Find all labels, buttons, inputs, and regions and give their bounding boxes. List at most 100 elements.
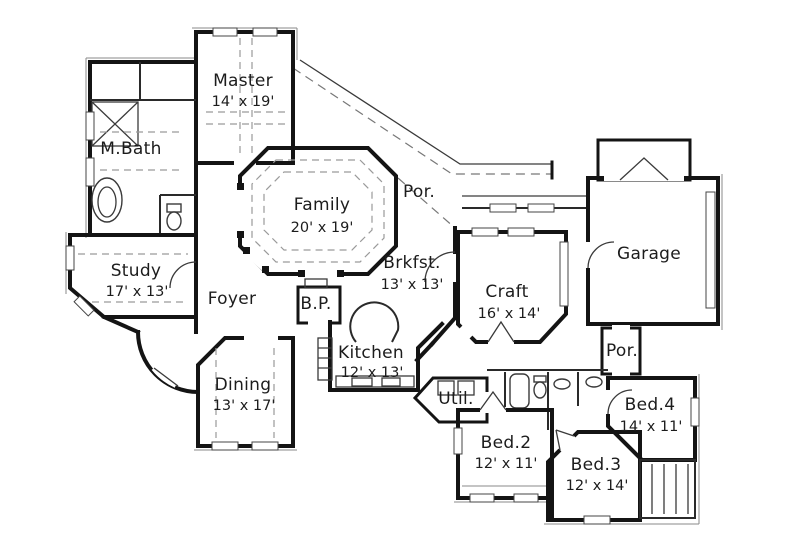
bed4-door-arc (607, 389, 633, 415)
dims-bed2: 12' x 11' (475, 456, 538, 472)
sink-icon (553, 378, 571, 390)
craft-door-gap-2 (458, 324, 474, 340)
kitchen-room (317, 301, 445, 392)
breakfast-walls (429, 226, 457, 347)
entry-side-wall (101, 314, 141, 335)
master-bath (85, 60, 198, 237)
dining-room (196, 335, 295, 451)
entry-curved-wall (135, 329, 201, 395)
bed2-window-left (453, 427, 463, 455)
label-dining: Dining (215, 375, 272, 395)
label-bed3: Bed.3 (571, 455, 622, 475)
study-window (65, 245, 75, 271)
toilet-tank-icon (166, 203, 182, 213)
breakfast-area (424, 226, 457, 347)
dining-window (211, 441, 239, 451)
tub-icon (91, 177, 123, 223)
hall-diagonal-wall (414, 341, 435, 363)
bed3-window (583, 515, 611, 525)
craft-room (456, 227, 569, 345)
toilet-icon (533, 381, 547, 399)
closet-shelf-lines (651, 464, 689, 514)
dims-breakfast: 13' x 13' (381, 277, 444, 293)
kitchen-stove-icon (381, 377, 401, 387)
dining-walls (196, 336, 295, 448)
foyer-area (101, 233, 201, 395)
study-bay-window (73, 295, 95, 317)
column-post (243, 247, 250, 254)
label-craft: Craft (485, 282, 528, 302)
dims-bed4: 14' x 11' (620, 419, 683, 435)
foundation-left-top (85, 57, 198, 238)
shower-x-icon (91, 101, 139, 147)
label-family: Family (294, 195, 351, 215)
utility-walls (412, 376, 489, 424)
label-mbath: M.Bath (100, 139, 161, 159)
dining-ceiling-dashed (215, 348, 275, 438)
bed2-door-leaves (479, 390, 507, 411)
garage-entry-door-arc (587, 241, 615, 269)
craft-walls (456, 230, 568, 344)
room-labels: Master 14' x 19' M.Bath Family 20' x 19'… (100, 71, 682, 494)
label-porch-right: Por. (606, 341, 638, 361)
dims-study: 17' x 13' (106, 284, 169, 300)
family-room (237, 146, 398, 277)
toilet-icon (166, 211, 182, 231)
porch-top-rooflines (292, 59, 588, 229)
breakfast-roof-dashed (397, 177, 456, 229)
bed4-room (605, 376, 700, 519)
column-post (298, 270, 305, 277)
bed2-window (513, 493, 539, 503)
column-post (337, 270, 344, 277)
craft-window-band (559, 241, 569, 307)
sink-icon (585, 376, 603, 388)
family-tray-ceiling-2 (263, 171, 373, 251)
bed3-room (546, 429, 642, 525)
mbath-partitions (90, 62, 196, 235)
mbath-window (85, 157, 95, 187)
family-tray-ceiling-1 (251, 159, 385, 263)
butlers-pantry-room (296, 278, 342, 326)
column-post (237, 231, 244, 238)
bed4-window (690, 397, 700, 427)
porch-window (527, 203, 555, 213)
kitchen-walls (328, 320, 445, 392)
dims-master: 14' x 19' (212, 94, 275, 110)
entry-door-leaf (153, 367, 179, 387)
dims-family: 20' x 19' (291, 220, 354, 236)
porch-roof-edge (299, 59, 552, 165)
kitchen-sink-icon (351, 377, 373, 387)
porch-roof-dashed (292, 67, 552, 175)
kitchen-counter (335, 375, 415, 388)
mbath-ceiling-dashed (100, 131, 182, 171)
label-breakfast: Brkfst. (383, 253, 441, 273)
garage-door-fan-icon (619, 157, 669, 181)
label-bed4: Bed.4 (625, 395, 676, 415)
label-bp: B.P. (300, 294, 331, 314)
label-bed2: Bed.2 (481, 433, 532, 453)
toilet-tank-icon (533, 375, 547, 383)
porch-right-room (600, 325, 642, 377)
craft-window (471, 227, 499, 237)
craft-window (507, 227, 535, 237)
garage-portico (596, 138, 692, 182)
bed2-window (469, 493, 495, 503)
label-study: Study (111, 261, 162, 281)
dryer-icon (457, 380, 475, 396)
dims-kitchen: 12' x 13' (341, 365, 404, 381)
foundation-master (192, 27, 298, 60)
bp-niche (304, 278, 328, 289)
porch-right-openings (612, 325, 630, 377)
tub-inner-icon (97, 186, 117, 218)
column-post (237, 183, 244, 190)
garage-room (585, 138, 720, 326)
study-door-arc (169, 261, 197, 289)
mbath-window (85, 111, 95, 141)
bath-tub-icon (509, 373, 530, 409)
dims-craft: 16' x 14' (478, 306, 541, 322)
bed3-door-gap (557, 433, 577, 453)
dining-window (251, 441, 279, 451)
kitchen-hood-curl-icon (349, 301, 400, 343)
